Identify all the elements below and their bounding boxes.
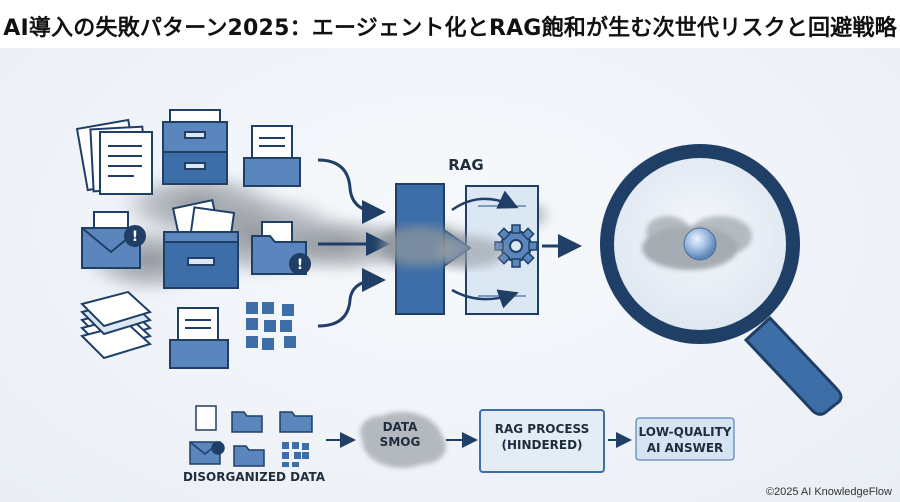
illustration: ! ! xyxy=(75,109,843,473)
folder-icon xyxy=(279,411,313,433)
file-cabinet-icon xyxy=(162,109,228,185)
file-cabinet-icon xyxy=(163,199,239,289)
svg-text:!: ! xyxy=(297,257,303,273)
broken-grid-icon xyxy=(246,302,296,350)
folder-document-icon xyxy=(169,307,229,369)
legend-icons xyxy=(189,405,313,467)
rag-process-box xyxy=(479,409,605,473)
svg-text:!: ! xyxy=(132,229,138,245)
flow-arrows xyxy=(317,158,390,328)
smog-cloud-shape xyxy=(360,412,446,468)
paper-stack-icon xyxy=(80,290,152,360)
page-title: AI導入の失敗パターン2025：エージェント化とRAG飽和が生む次世代リスクと回… xyxy=(3,16,897,41)
magnifier-icon xyxy=(600,144,843,416)
answer-box xyxy=(635,417,735,461)
envelope-warning-icon: ! xyxy=(81,211,146,269)
folder-document-icon xyxy=(243,125,301,187)
copyright: ©2025 AI KnowledgeFlow xyxy=(765,486,892,498)
document-stack-icon xyxy=(75,118,153,195)
data-smog-cloud xyxy=(380,226,504,268)
document-icon xyxy=(195,405,217,431)
gear-icon xyxy=(494,224,538,268)
rag-label: RAG xyxy=(448,156,484,174)
rag-process-label: RAG PROCESS(HINDERED) xyxy=(494,422,590,452)
folder-warning-icon: ! xyxy=(251,221,311,275)
broken-grid-icon xyxy=(282,442,309,467)
folder-icon xyxy=(233,445,265,467)
folder-icon xyxy=(231,411,263,433)
disorganized-data-label: DISORGANIZED DATA xyxy=(182,470,326,484)
